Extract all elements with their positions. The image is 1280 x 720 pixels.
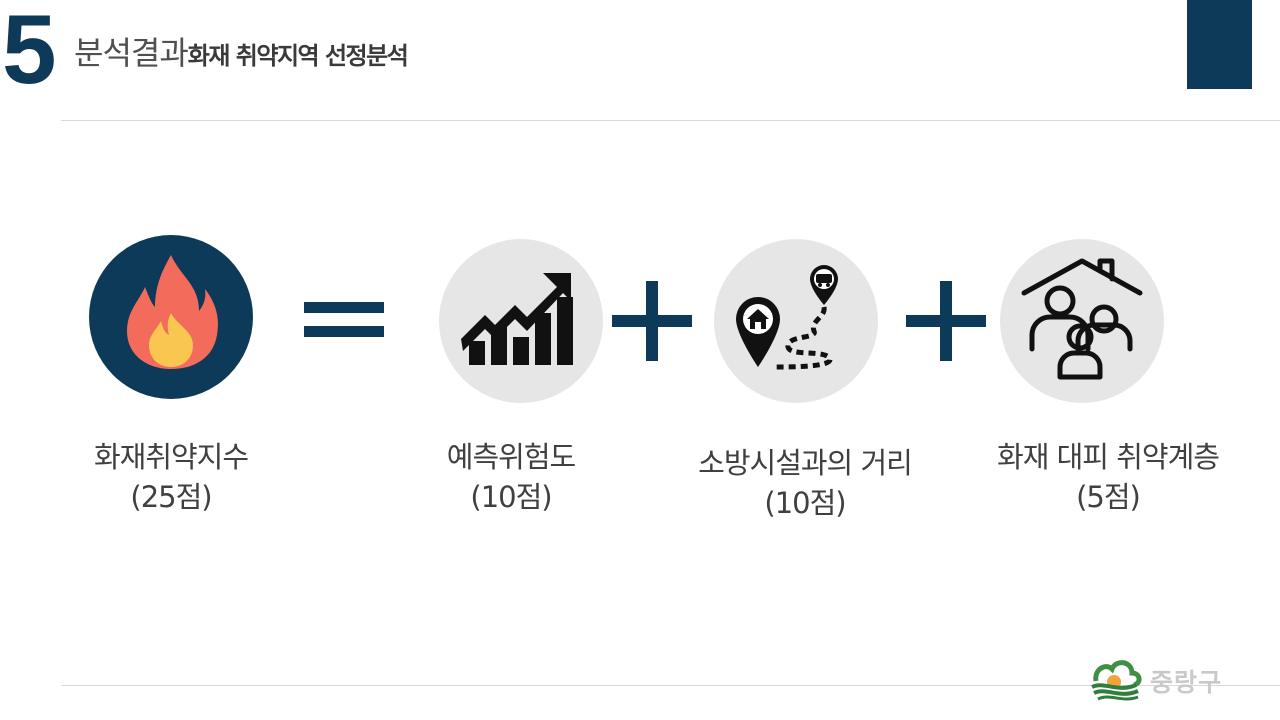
facility-distance-label: 소방시설과의 거리 (10점) — [680, 443, 930, 523]
vulnerable-group-icon-circle — [1000, 239, 1164, 403]
distance-icon-circle — [714, 239, 878, 403]
equals-icon — [304, 302, 384, 337]
fire-index-score: (25점) — [130, 480, 212, 514]
vulnerable-group-label: 화재 대피 취약계층 (5점) — [980, 437, 1236, 517]
district-logo-text: 중랑구 — [1150, 668, 1223, 697]
plus-icon — [906, 281, 986, 361]
fire-icon-circle — [89, 235, 253, 399]
title-main: 분석결과 — [74, 34, 189, 72]
predicted-risk-score: (10점) — [470, 480, 552, 514]
title-subtitle: 화재 취약지역 선정분석 — [187, 42, 409, 70]
facility-distance-score: (10점) — [764, 486, 846, 520]
fire-index-label: 화재취약지수 (25점) — [80, 437, 262, 517]
section-number: 5 — [2, 0, 56, 104]
rising-chart-icon — [461, 273, 573, 365]
fire-icon — [127, 255, 218, 369]
vulnerable-group-score: (5점) — [1076, 480, 1141, 514]
risk-icon-circle — [439, 239, 603, 403]
bottom-divider — [61, 685, 1280, 686]
family-home-icon — [1021, 258, 1143, 380]
plus-icon — [612, 281, 692, 361]
predicted-risk-label: 예측위험도 (10점) — [420, 437, 602, 517]
vulnerable-group-title: 화재 대피 취약계층 — [997, 440, 1220, 474]
facility-distance-title: 소방시설과의 거리 — [698, 446, 913, 480]
fire-index-title: 화재취약지수 — [93, 440, 249, 474]
page-title: 분석결과화재 취약지역 선정분석 — [74, 28, 409, 74]
corner-accent-block — [1187, 0, 1252, 89]
route-map-icon — [736, 265, 838, 370]
top-divider — [61, 120, 1280, 121]
predicted-risk-title: 예측위험도 — [446, 440, 576, 474]
jungnang-logo-icon — [1091, 660, 1142, 701]
